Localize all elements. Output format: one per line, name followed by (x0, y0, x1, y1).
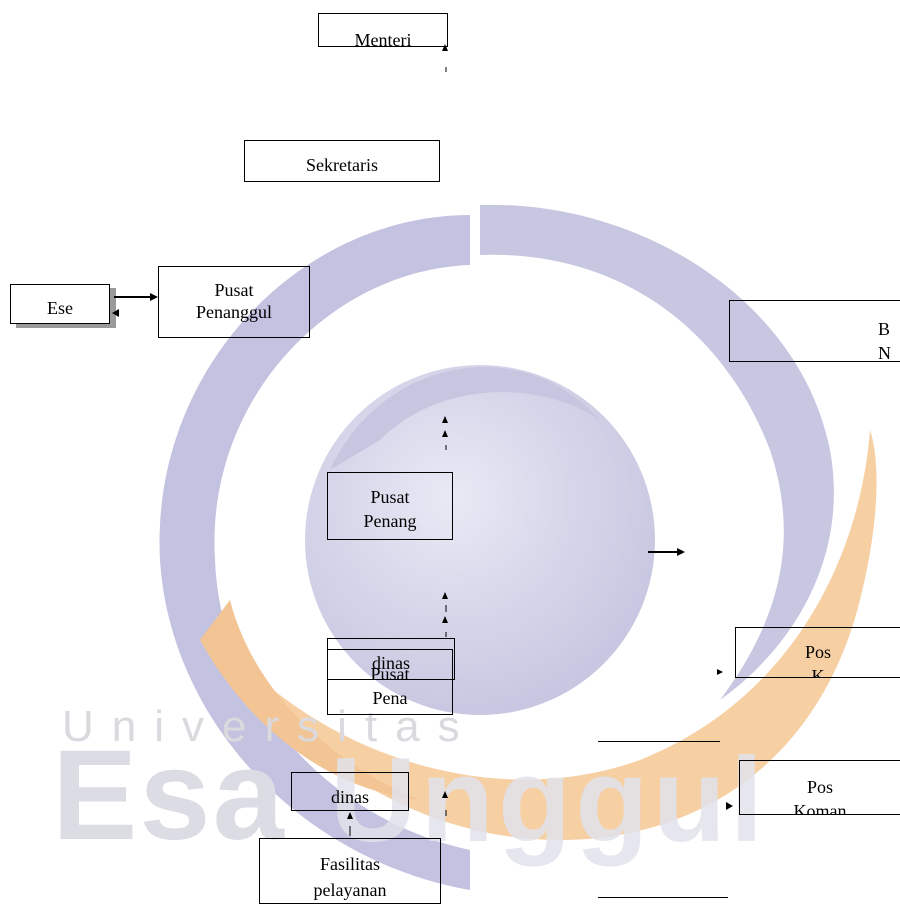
node-pos-k-line1: Pos (804, 642, 831, 662)
connector-line-1 (598, 741, 720, 742)
node-fasilitas: Fasilitas pelayanan (259, 838, 441, 904)
node-menteri-label: Menteri (354, 30, 412, 47)
arrow-to-pos-koman-head (726, 802, 733, 810)
arrow-into-ese-head (112, 309, 119, 317)
node-bn-line1: B (878, 319, 891, 339)
node-ese-label: Ese (47, 298, 73, 318)
arrowhead-up-1 (442, 44, 448, 51)
node-pusat-pena-line2: Pena (372, 688, 408, 708)
arrowhead-up-5 (442, 616, 448, 623)
node-bn-line2: N (878, 343, 891, 362)
node-pos-k: Pos K (735, 627, 900, 678)
node-dinas-top-label: dinas (372, 653, 410, 673)
node-pusat-penang-line2: Penang (363, 511, 417, 531)
watermark-orange-swoosh (240, 430, 877, 840)
watermark-brand-left: Esa (52, 724, 286, 867)
node-pos-koman-line2: Koman (793, 801, 847, 815)
node-sekretaris-label: Sekretaris (306, 155, 378, 175)
arrowhead-up-7 (347, 812, 353, 819)
node-pusat-penanggul-line1: Pusat (214, 280, 254, 300)
arrow-middle-right-head (677, 548, 685, 556)
watermark-subtitle: Universitas (62, 702, 478, 751)
node-pusat-pena: Pusat Pena (327, 649, 453, 715)
node-fasilitas-line2: pelayanan (313, 880, 387, 900)
watermark-blue-arc (159, 215, 470, 890)
node-pusat-penanggul: Pusat Penanggul (158, 266, 310, 338)
watermark-brand-right: Unggul (330, 733, 768, 867)
node-pos-k-line2: K (811, 666, 825, 678)
arrowhead-up-6 (442, 791, 448, 798)
arrow-ese-to-pusat-head (150, 293, 158, 301)
node-ese: Ese (10, 284, 110, 324)
node-menteri: Menteri (318, 13, 448, 47)
node-fasilitas-line1: Fasilitas (319, 854, 380, 874)
node-dinas-bottom-label: dinas (331, 787, 369, 807)
node-bn: B N (729, 300, 900, 362)
arrowhead-up-2 (442, 416, 448, 423)
node-pos-koman: Pos Koman (739, 760, 900, 815)
watermark-sphere (305, 365, 655, 715)
node-pos-koman-line1: Pos (806, 777, 833, 797)
node-dinas-bottom: dinas (291, 772, 409, 811)
arrowhead-up-4 (442, 592, 448, 599)
node-pusat-penang-line1: Pusat (370, 487, 410, 507)
watermark-orange-flare (200, 600, 420, 800)
watermark-inner-arc (330, 367, 600, 470)
arrowhead-up-3 (442, 430, 448, 437)
node-sekretaris: Sekretaris (244, 140, 440, 182)
node-pusat-penanggul-line2: Penanggul (196, 302, 272, 322)
connector-line-2 (598, 897, 728, 898)
watermark-blue-arc-top (480, 204, 834, 700)
node-pusat-pena-line1: Pusat (370, 664, 410, 684)
node-pusat-penang: Pusat Penang (327, 472, 453, 540)
arrow-to-pos-k-head (717, 669, 723, 675)
